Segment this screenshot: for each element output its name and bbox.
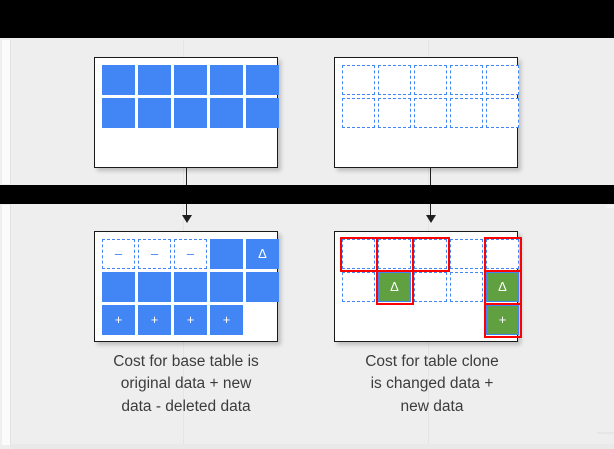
caption-line: new data	[400, 397, 464, 415]
table-cell-dashed	[342, 272, 375, 302]
caption-line: data - deleted data	[121, 397, 251, 415]
arrow-head-icon	[426, 215, 436, 223]
table-cell-solid	[174, 272, 207, 302]
table-cell-solid	[210, 272, 243, 302]
table-cell-green-flagged: Δ	[375, 269, 414, 305]
table-cell-dashed	[450, 98, 483, 128]
table-cell-solid	[210, 65, 243, 95]
bottom-right-table-grid: Δ Δ +	[339, 236, 522, 338]
table-cell-solid	[138, 65, 171, 95]
panel-edge-right-bottom	[597, 432, 614, 434]
table-cell-dashed-flagged	[411, 236, 450, 272]
table-cell-solid	[210, 239, 243, 269]
cell-glyph: +	[498, 312, 507, 327]
cell-glyph: +	[222, 312, 231, 327]
bottom-left-table: – – – Δ + + + +	[94, 231, 279, 342]
caption-table-clone: Cost for table clone is changed data + new…	[332, 351, 532, 418]
table-cell-dashed-flagged	[483, 236, 522, 272]
cell-glyph: –	[150, 246, 159, 261]
table-cell-solid: Δ	[246, 239, 279, 269]
table-cell-dashed	[414, 65, 447, 95]
cell-glyph: +	[150, 312, 159, 327]
caption-line: Cost for table clone	[365, 353, 499, 370]
table-cell-dashed	[342, 98, 375, 128]
table-cell-solid	[210, 98, 243, 128]
table-cell-dashed	[414, 98, 447, 128]
table-cell-dashed	[378, 65, 411, 95]
table-cell-empty	[414, 305, 447, 335]
table-cell-dashed	[486, 65, 519, 95]
table-cell-dashed	[486, 98, 519, 128]
table-cell-dashed: –	[138, 239, 171, 269]
caption-line: original data + new	[120, 375, 252, 393]
cell-glyph: Δ	[498, 279, 507, 294]
table-cell-solid	[246, 98, 279, 128]
table-cell-solid	[138, 98, 171, 128]
table-cell-dashed	[450, 239, 483, 269]
letterbox-bar-top	[0, 0, 614, 38]
table-cell-solid	[102, 65, 135, 95]
table-cell-solid	[174, 98, 207, 128]
bottom-right-table: Δ Δ +	[334, 231, 522, 342]
top-right-table	[334, 57, 519, 168]
panel-edge-lower	[2, 205, 10, 445]
table-cell-solid: +	[210, 305, 243, 335]
table-cell-empty	[342, 305, 375, 335]
table-cell-dashed	[342, 65, 375, 95]
table-cell-solid	[246, 65, 279, 95]
top-right-table-grid	[342, 65, 519, 128]
table-cell-dashed: –	[102, 239, 135, 269]
top-left-table-grid	[102, 65, 279, 128]
table-cell-solid: +	[138, 305, 171, 335]
table-cell-dashed	[450, 272, 483, 302]
cell-glyph: +	[186, 312, 195, 327]
cell-glyph: Δ	[258, 246, 267, 261]
caption-base-table: Cost for base table is original data + ne…	[86, 351, 286, 418]
table-cell-solid	[138, 272, 171, 302]
table-cell-solid	[102, 98, 135, 128]
cell-glyph: +	[114, 312, 123, 327]
letterbox-bar-middle	[0, 185, 614, 204]
table-cell-solid	[102, 272, 135, 302]
panel-edge-rule	[10, 40, 11, 445]
table-cell-dashed: –	[174, 239, 207, 269]
table-cell-dashed	[414, 272, 447, 302]
top-left-table	[94, 57, 279, 168]
bottom-left-table-grid: – – – Δ + + + +	[102, 239, 279, 335]
table-cell-solid: +	[174, 305, 207, 335]
cell-glyph: –	[186, 246, 195, 261]
cell-glyph: –	[114, 246, 123, 261]
table-cell-green-flagged: Δ	[483, 269, 522, 305]
table-cell-dashed	[450, 65, 483, 95]
table-cell-solid: +	[102, 305, 135, 335]
caption-line: is changed data +	[370, 375, 494, 393]
panel-edge-bottom	[10, 444, 614, 449]
table-cell-dashed	[378, 98, 411, 128]
table-cell-dashed-flagged	[375, 236, 414, 272]
table-cell-empty	[450, 305, 483, 335]
cell-glyph: Δ	[390, 279, 399, 294]
table-cell-empty	[378, 305, 411, 335]
caption-line: Cost for base table is	[113, 353, 259, 370]
table-cell-green-flagged: +	[483, 302, 522, 338]
table-cell-solid	[246, 272, 279, 302]
table-cell-solid	[174, 65, 207, 95]
panel-edge-upper	[2, 40, 10, 184]
table-cell-dashed-flagged	[339, 236, 378, 272]
arrow-head-icon	[182, 215, 192, 223]
panel-edge-right-top	[606, 205, 614, 208]
table-cell-empty	[246, 305, 279, 335]
